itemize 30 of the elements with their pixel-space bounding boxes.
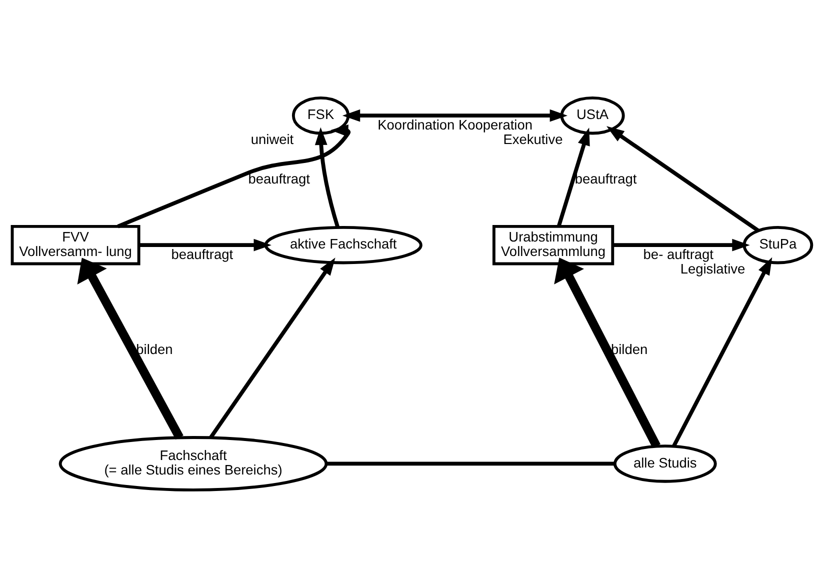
arrow: [672, 256, 772, 446]
edge-label: bilden: [136, 342, 173, 357]
arrow: [606, 126, 760, 232]
node-ellipse: FSK: [292, 96, 350, 134]
edge-label: be- auftragt: [643, 246, 714, 262]
node-label: Legislative: [680, 261, 746, 276]
arrow: [342, 108, 568, 122]
node-ellipse: UStA: [560, 96, 625, 134]
arrow: [314, 126, 340, 228]
arrow: [139, 238, 272, 251]
arrow: [77, 257, 184, 440]
arrow: [556, 127, 590, 226]
node-ellipse: Fachschaft (= alle Studis eines Bereichs): [58, 436, 328, 491]
edge-label: beauftragt: [574, 170, 637, 186]
edge-label: beauftragt: [171, 246, 234, 262]
node-box: FVV Vollversamm- lung: [10, 224, 140, 265]
node-label: uniweit: [250, 132, 294, 147]
arrow: [117, 124, 350, 228]
edge-label: Koordination Kooperation: [378, 117, 532, 132]
node-ellipse: alle Studis: [613, 444, 717, 482]
node-box: Urabstimmung Vollversammlung: [492, 224, 614, 265]
arrow: [612, 238, 750, 251]
node-label: Exekutive: [503, 132, 563, 147]
edge-label: beauftragt: [248, 170, 310, 186]
arrow: [209, 257, 336, 438]
connector: [326, 461, 615, 466]
node-ellipse: aktive Fachschaft: [264, 225, 422, 264]
edge-label: bilden: [611, 342, 648, 357]
arrow: [554, 257, 660, 448]
node-ellipse: StuPa: [742, 225, 814, 264]
